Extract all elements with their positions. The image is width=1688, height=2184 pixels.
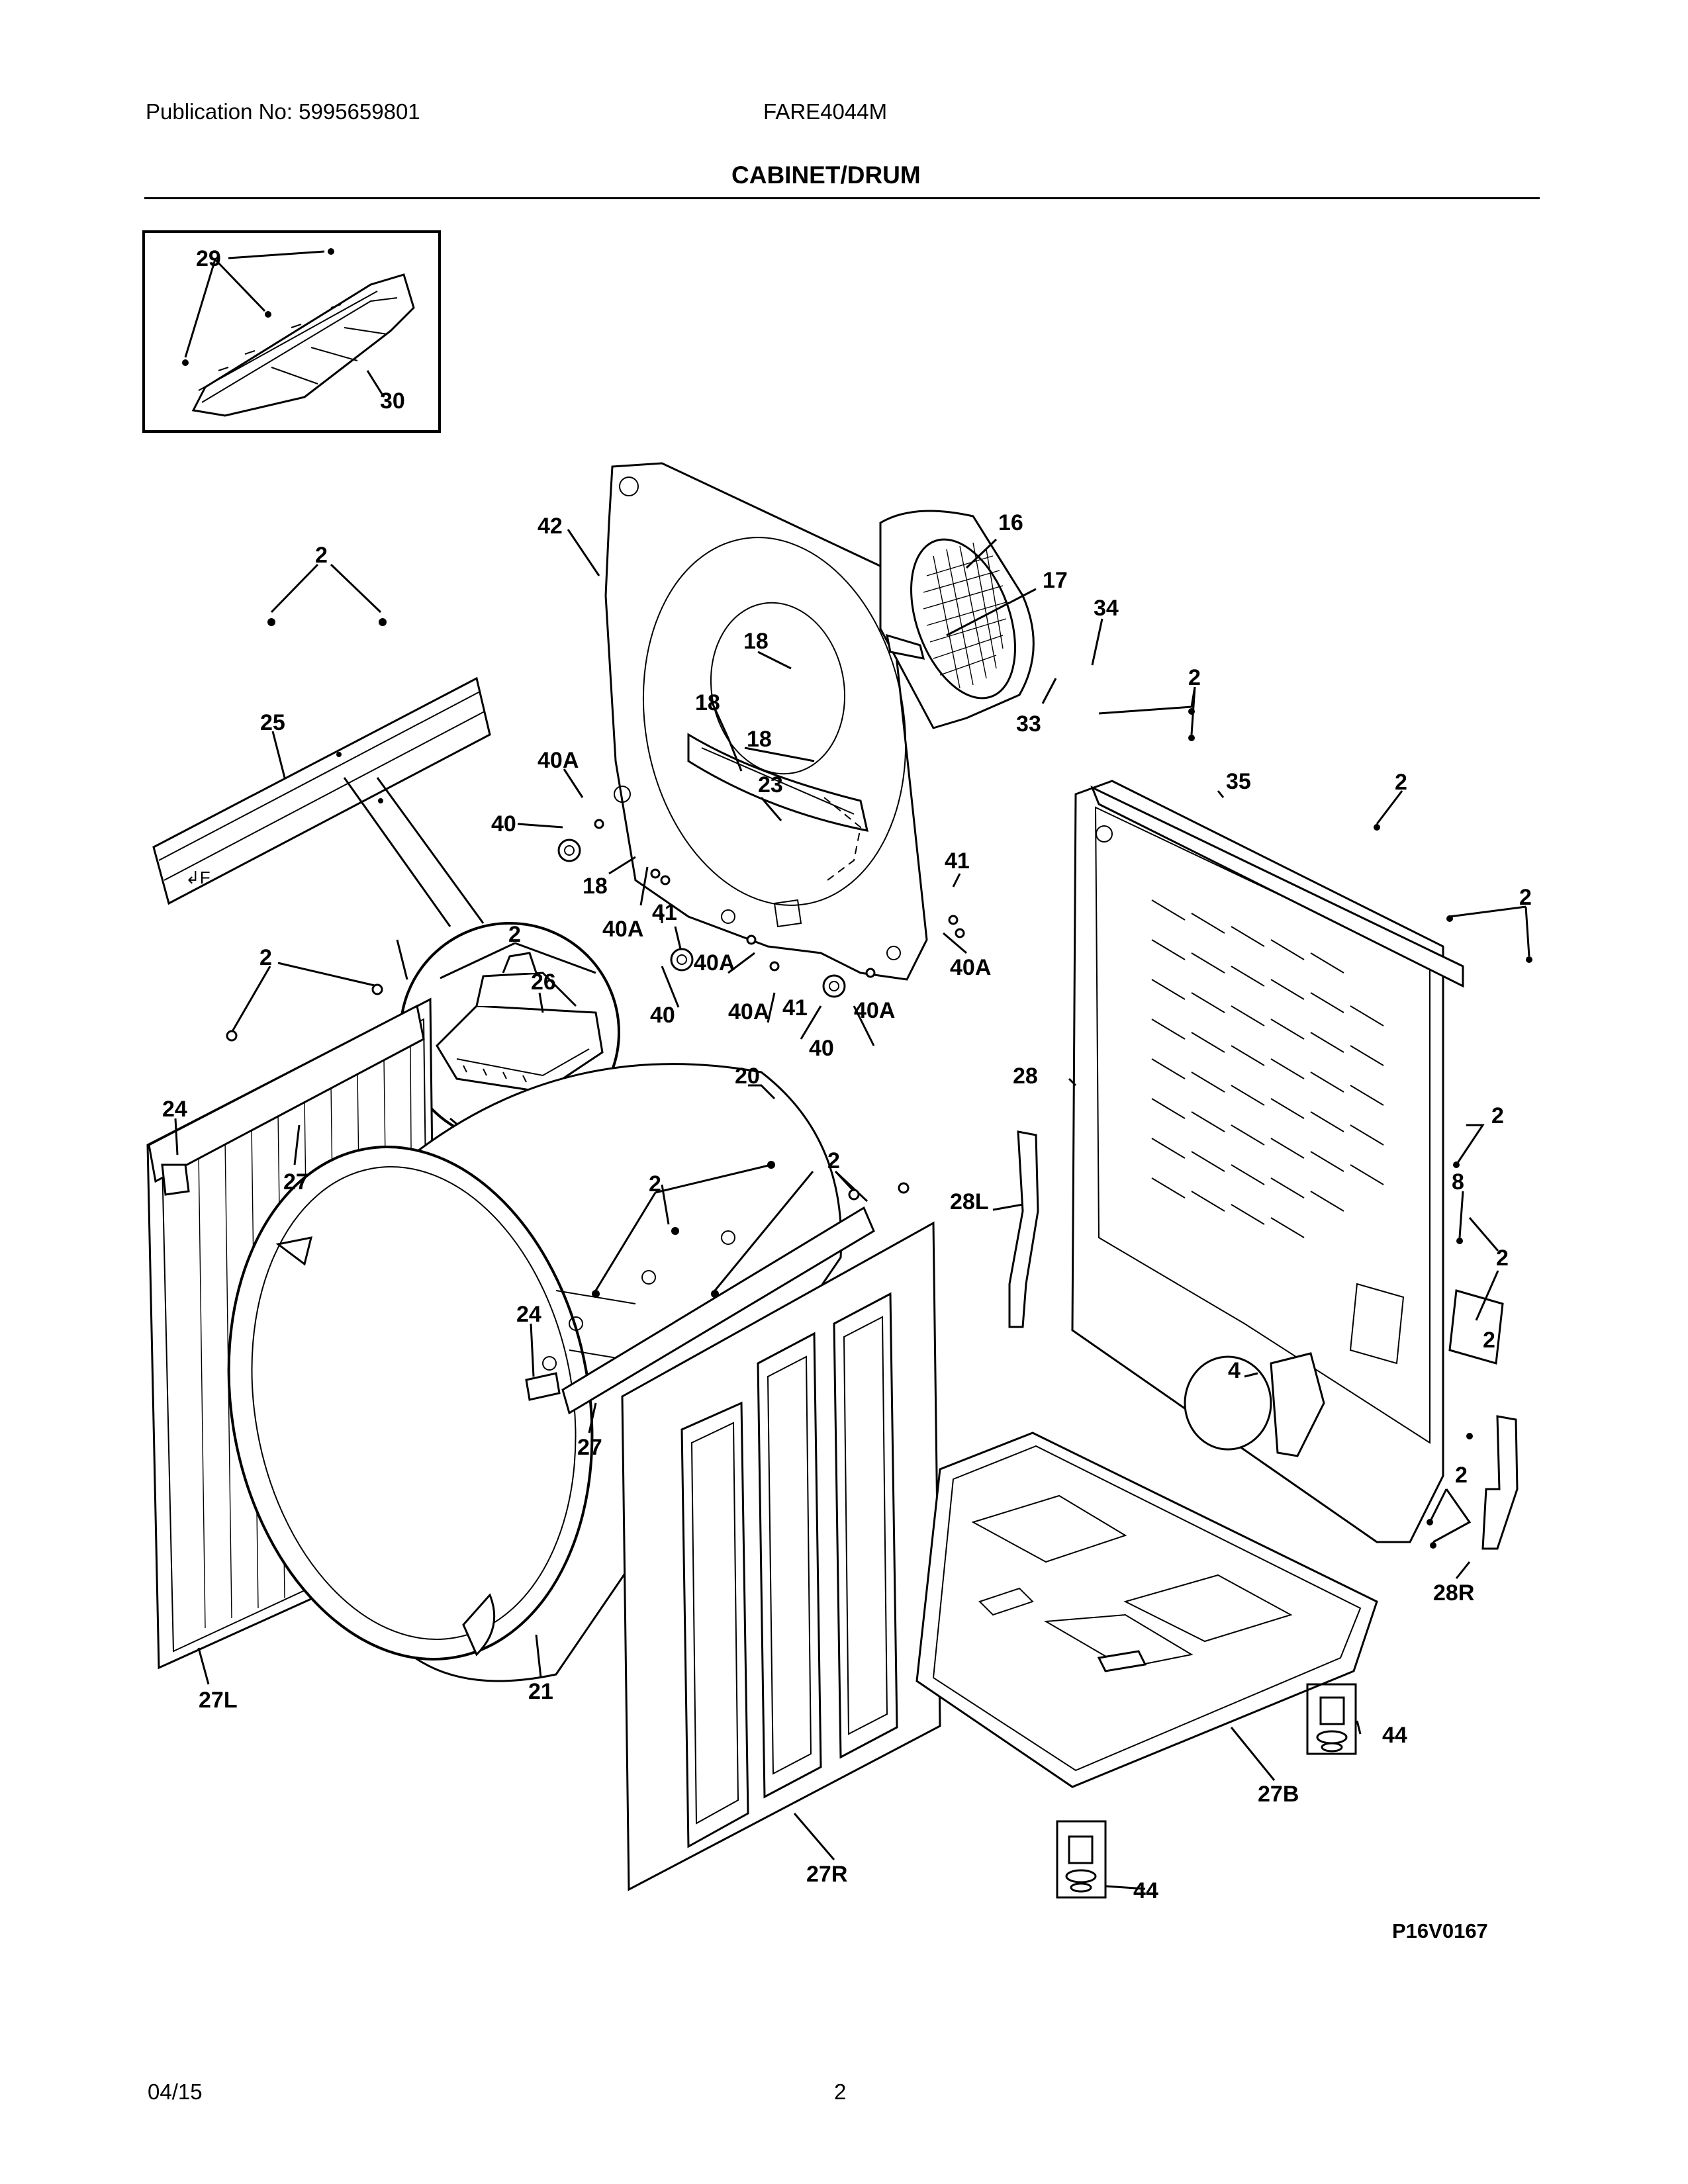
callout-40A-c: 40A [950, 955, 991, 980]
footer-page-number: 2 [834, 2079, 847, 2104]
callout-2-top-rail: 2 [315, 543, 328, 568]
callout-2-left-panel: 2 [259, 945, 272, 970]
callout-27-a: 27 [283, 1169, 308, 1195]
callout-40-b: 40 [650, 1003, 675, 1028]
inset-vent-duct [142, 230, 441, 433]
callout-2-drum: 2 [649, 1171, 661, 1197]
callout-26: 26 [531, 970, 556, 995]
callout-35: 35 [1226, 769, 1251, 794]
callout-40A-a: 40A [538, 748, 579, 773]
callout-25: 25 [260, 710, 285, 735]
page-title: CABINET/DRUM [731, 161, 921, 189]
callout-40-a: 40 [491, 811, 516, 837]
callout-2-rear-mid: 2 [1395, 770, 1407, 795]
fasteners [226, 618, 1532, 1549]
rear-panel [1071, 780, 1504, 1543]
bracket-right [1481, 1415, 1519, 1550]
bracket-left [1008, 1130, 1039, 1328]
callout-44-a: 44 [1382, 1723, 1407, 1748]
blower-housing [879, 510, 1035, 729]
callout-18-b: 18 [695, 690, 720, 715]
callout-labels: 42 16 17 34 33 2 25 18 18 18 18 23 40A 4… [162, 510, 1532, 1942]
callout-40-c: 40 [809, 1036, 834, 1061]
front-panel [525, 1206, 941, 1891]
leader-lines [174, 529, 1530, 1890]
callout-20: 20 [735, 1064, 760, 1089]
callout-40A-d: 40A [694, 950, 735, 976]
leveling-leg-right [1306, 1683, 1357, 1755]
callout-18-c: 18 [747, 727, 772, 752]
callout-2-front-top: 2 [827, 1148, 840, 1173]
callout-17: 17 [1043, 568, 1068, 593]
callout-34: 34 [1094, 596, 1119, 621]
callout-40A-b: 40A [602, 917, 643, 942]
callout-2-bottom-right: 2 [1455, 1463, 1468, 1488]
callout-41-b: 41 [945, 848, 970, 874]
callout-16: 16 [998, 510, 1023, 535]
header-rule [144, 197, 1540, 199]
callout-33: 33 [1016, 711, 1041, 737]
callout-2-rear-side: 2 [1491, 1103, 1504, 1128]
callout-28: 28 [1013, 1064, 1038, 1089]
diagram-code: P16V0167 [1392, 1919, 1488, 1942]
callout-23: 23 [758, 772, 783, 797]
base-panel [915, 1432, 1378, 1788]
callout-30: 30 [380, 388, 405, 414]
callout-21: 21 [528, 1679, 553, 1704]
callout-28R: 28R [1433, 1580, 1474, 1606]
callout-27-b: 27 [577, 1435, 602, 1460]
callout-41-a: 41 [652, 900, 677, 925]
svg-text:↲F: ↲F [185, 868, 211, 887]
callout-41-c: 41 [782, 995, 808, 1021]
callout-2-board: 2 [508, 922, 521, 947]
callout-28L: 28L [950, 1189, 989, 1214]
callout-18-a: 18 [743, 629, 769, 654]
callout-4: 4 [1228, 1358, 1241, 1383]
callout-27B: 27B [1258, 1782, 1299, 1807]
callout-2-bracket-a: 2 [1496, 1246, 1509, 1271]
callout-27L: 27L [199, 1688, 238, 1713]
callout-8: 8 [1452, 1169, 1464, 1195]
callout-40A-f: 40A [854, 998, 895, 1023]
top-front-rail: ↲F [152, 676, 491, 905]
publication-number: Publication No: 5995659801 [146, 99, 420, 124]
callout-40A-e: 40A [728, 999, 769, 1024]
callout-29: 29 [196, 246, 221, 271]
rear-bulkhead [604, 462, 928, 981]
model-number: FARE4044M [763, 99, 888, 124]
callout-2-bracket-b: 2 [1483, 1328, 1495, 1353]
callout-24-a: 24 [162, 1097, 187, 1122]
callout-2-rear-top: 2 [1188, 665, 1201, 690]
leveling-leg-front [1056, 1820, 1107, 1899]
callout-2-rear-right: 2 [1519, 885, 1532, 910]
callout-18-d: 18 [583, 874, 608, 899]
callout-44-b: 44 [1133, 1878, 1158, 1903]
callout-24-b: 24 [516, 1302, 541, 1327]
callout-42: 42 [538, 514, 563, 539]
callout-27R: 27R [806, 1862, 847, 1887]
footer-date: 04/15 [148, 2079, 203, 2104]
